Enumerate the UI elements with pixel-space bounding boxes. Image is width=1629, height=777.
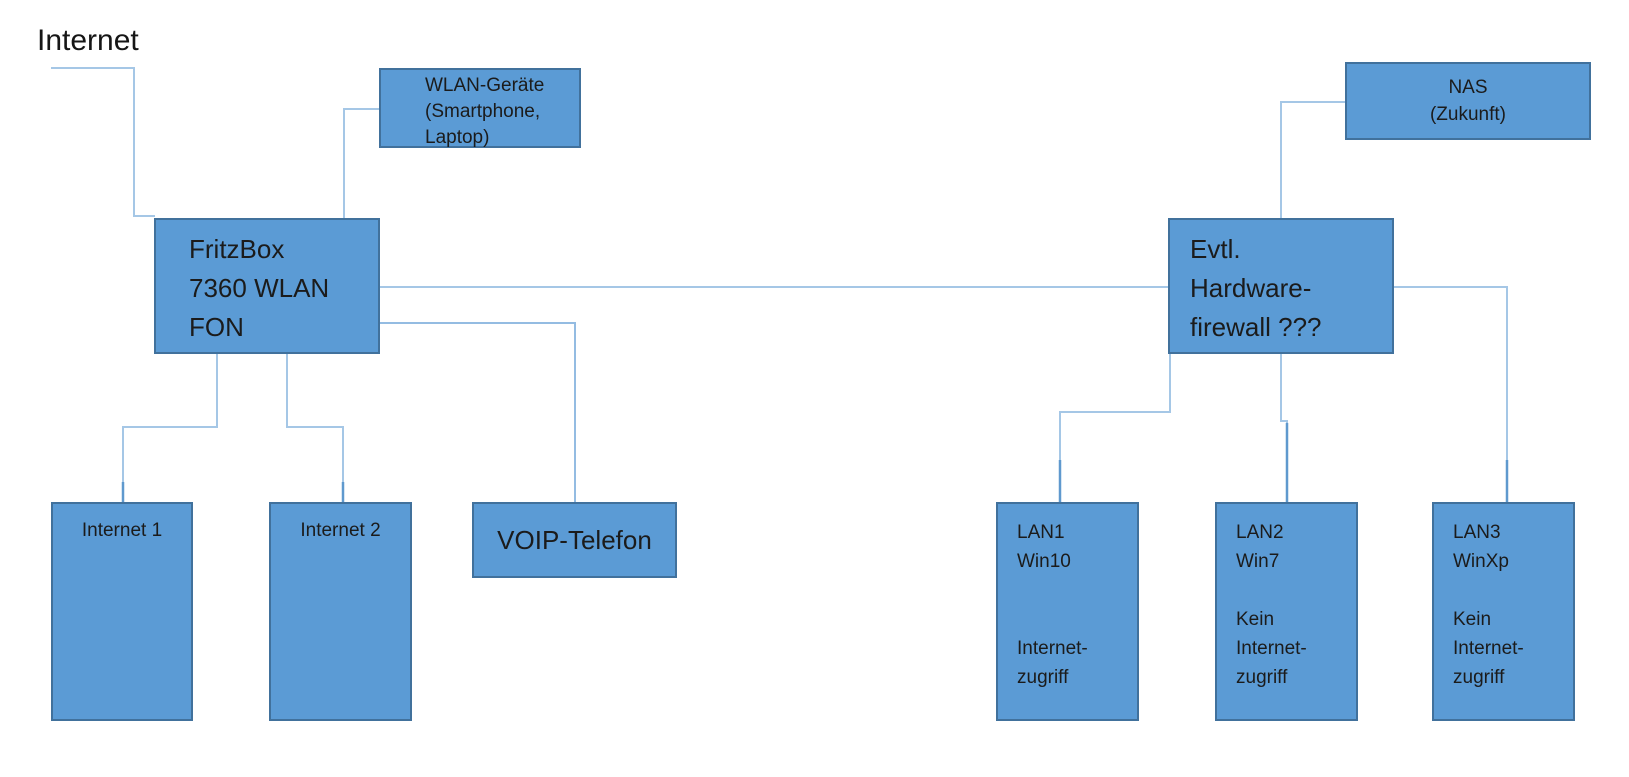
node-lan2-win7: LAN2 Win7 Kein Internet- zugriff [1215, 502, 1358, 721]
node-voip-telefon: VOIP-Telefon [472, 502, 677, 578]
node-text-line: LAN3 [1453, 522, 1501, 543]
node-text-line: Internet 2 [300, 520, 381, 541]
node-text-line: WinXp [1453, 551, 1509, 572]
node-text-line: Laptop) [425, 127, 490, 148]
node-text-line: NAS [1448, 77, 1488, 98]
node-text-line: (Zukunft) [1429, 104, 1507, 125]
connector-fritzbox-internet2 [286, 354, 344, 502]
node-text-line: zugriff [1453, 667, 1505, 688]
connector-fritzbox-voip [380, 322, 576, 502]
node-text-line: (Smartphone, [425, 101, 541, 122]
node-text-line: Kein [1453, 609, 1492, 630]
node-internet-1: Internet 1 [51, 502, 193, 721]
node-text-line: FON [189, 312, 244, 342]
node-fritzbox-router: FritzBox 7360 WLAN FON [154, 218, 380, 354]
node-wlan-geraete: WLAN-Geräte (Smartphone, Laptop) [379, 68, 581, 148]
connector-firewall-lan1 [1059, 354, 1171, 502]
connector-fritzbox-internet1 [122, 354, 218, 502]
node-text-line: Hardware- [1190, 273, 1312, 303]
node-text-line: Internet- [1453, 638, 1524, 659]
node-internet-2: Internet 2 [269, 502, 412, 721]
node-text-line: firewall ??? [1190, 312, 1322, 342]
connector-internet-fritzbox [51, 67, 155, 217]
node-text-line: Internet- [1017, 638, 1088, 659]
node-text-line [1017, 605, 1129, 634]
node-text-line: VOIP-Telefon [497, 524, 652, 555]
node-text-line: LAN1 [1017, 522, 1065, 543]
node-text-line: zugriff [1236, 667, 1288, 688]
internet-label: Internet [37, 24, 139, 57]
node-text-line: Win10 [1017, 551, 1071, 572]
node-text-line [1453, 576, 1565, 605]
node-lan3-winxp: LAN3 WinXp Kein Internet- zugriff [1432, 502, 1575, 721]
connector-firewall-nas [1280, 101, 1345, 218]
node-text-line: WLAN-Geräte [425, 75, 545, 96]
node-text-line: LAN2 [1236, 522, 1284, 543]
node-text-line: Internet 1 [81, 520, 163, 541]
connector-wlan-fritzbox [343, 108, 379, 218]
node-text-line: FritzBox [189, 234, 285, 264]
node-text-line [1017, 576, 1129, 605]
node-text-line: Evtl. [1190, 234, 1241, 264]
node-text-line: zugriff [1017, 667, 1069, 688]
node-text-line: Win7 [1236, 551, 1280, 572]
connector-firewall-lan3 [1394, 286, 1508, 502]
node-text-line: 7360 WLAN [189, 273, 330, 303]
node-text-line: Kein [1236, 609, 1275, 630]
node-text-line [1236, 576, 1348, 605]
node-lan1-win10: LAN1 Win10 Internet- zugriff [996, 502, 1139, 721]
node-nas: NAS (Zukunft) [1345, 62, 1591, 140]
node-text-line: Internet- [1236, 638, 1307, 659]
node-hardware-firewall: Evtl. Hardware- firewall ??? [1168, 218, 1394, 354]
